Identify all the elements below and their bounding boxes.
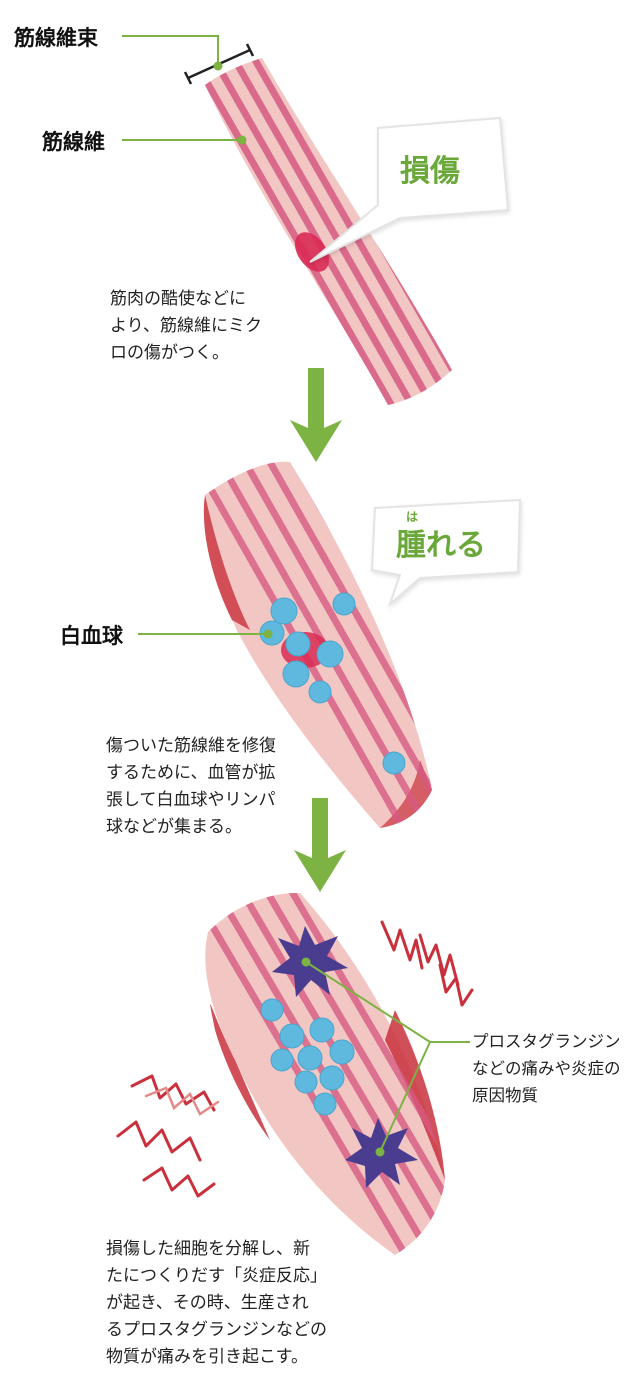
- caption-line: 物質が痛みを引き起こす。: [106, 1347, 308, 1367]
- caption-line: するために、血管が拡: [106, 763, 276, 783]
- speech-bubble-swell: [370, 498, 522, 608]
- ruby-swell: は: [406, 510, 419, 524]
- label-white-blood-cell: 白血球: [60, 624, 123, 648]
- leader-dot: [213, 61, 223, 71]
- legend-prostaglandin: プロスタグランジン などの痛みや炎症の 原因物質: [472, 1028, 621, 1109]
- caption-line: 球などが集まる。: [106, 817, 242, 837]
- speech-bubble-damage: [309, 116, 510, 263]
- label-muscle-fiber-bundle: 筋線維束: [14, 26, 98, 50]
- caption-line: より、筋線維にミク: [110, 316, 262, 336]
- leader-dot: [301, 957, 311, 967]
- pain-zigzag-light: [144, 1086, 220, 1116]
- caption-line: るプロスタグランジンなどの: [106, 1320, 327, 1340]
- caption-step-2: 傷ついた筋線維を修復 するために、血管が拡 張して白血球やリンパ 球などが集まる…: [106, 733, 276, 841]
- caption-line: たにつくりだす「炎症反応」: [106, 1266, 327, 1286]
- down-arrow-icon: [290, 368, 342, 462]
- caption-step-3: 損傷した細胞を分解し、新 たにつくりだす「炎症反応」 が起き、その時、生産され …: [106, 1236, 327, 1371]
- leader-lines-1: [122, 35, 242, 141]
- caption-line: 張して白血球やリンパ: [106, 790, 276, 810]
- down-arrow-icon: [294, 798, 346, 892]
- bubble-text-swell: 腫れる: [396, 528, 486, 563]
- caption-line: 傷ついた筋線維を修復: [106, 736, 276, 756]
- legend-line: などの痛みや炎症の: [472, 1059, 621, 1078]
- muscle-fiber-bundle-3: [205, 892, 445, 1255]
- label-muscle-fiber: 筋線維: [42, 130, 105, 154]
- caption-line: 筋肉の酷使などに: [110, 289, 246, 309]
- leader-dot: [375, 1147, 385, 1157]
- caption-line: ロの傷がつく。: [110, 343, 229, 363]
- caption-line: 損傷した細胞を分解し、新: [106, 1239, 310, 1259]
- legend-line: プロスタグランジン: [472, 1032, 621, 1051]
- caption-line: が起き、その時、生産され: [106, 1293, 309, 1313]
- caption-step-1: 筋肉の酷使などに より、筋線維にミク ロの傷がつく。: [110, 286, 262, 367]
- leader-lines-2: [138, 629, 273, 639]
- bubble-text-damage: 損傷: [400, 154, 460, 189]
- leader-dot: [237, 135, 247, 145]
- white-blood-cells-cluster: [260, 998, 355, 1116]
- leader-lines-3: [305, 961, 470, 1153]
- legend-line: 原因物質: [472, 1086, 538, 1105]
- pain-zigzag-icon: [116, 920, 474, 1198]
